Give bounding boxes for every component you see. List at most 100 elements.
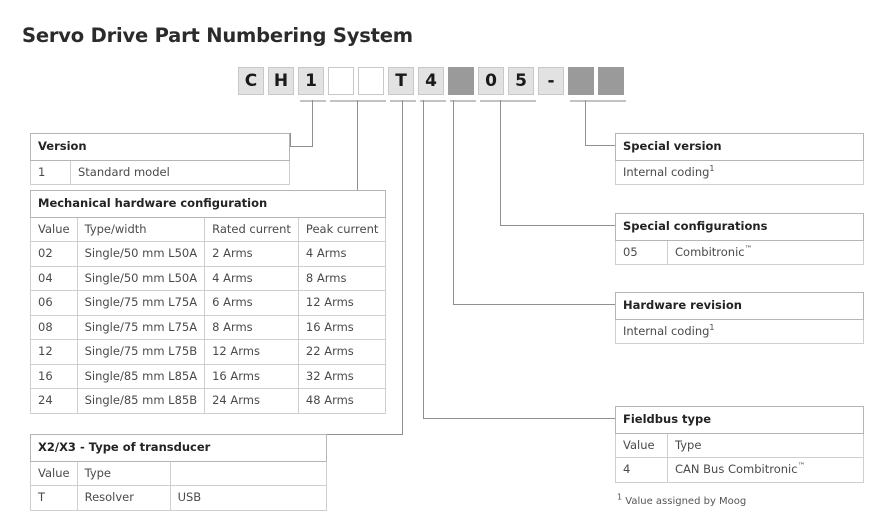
- special-version-desc-cell: Internal coding1: [615, 159, 864, 186]
- mechanical-cell-rated: 6 Arms: [204, 290, 299, 316]
- special-version-desc-text: Internal coding: [623, 164, 710, 179]
- code-box-hardware-revision[interactable]: [448, 67, 474, 95]
- code-box-special-version-2[interactable]: [598, 67, 624, 95]
- mechanical-cell-value: 02: [30, 241, 78, 267]
- trademark-icon: ™: [797, 461, 806, 471]
- mechanical-cell-peak: 48 Arms: [297, 388, 387, 414]
- mechanical-cell-value: 12: [30, 339, 78, 365]
- mechanical-cell-peak: 22 Arms: [297, 339, 387, 365]
- mechanical-cell-type: Single/50 mm L50A: [76, 265, 206, 292]
- mechanical-cell-peak: 4 Arms: [297, 241, 387, 267]
- mechanical-cell-rated: 8 Arms: [204, 314, 299, 341]
- table-row: Version: [30, 133, 290, 161]
- mechanical-header-peak-current: Peak current: [297, 216, 387, 243]
- table-row: 12 Single/75 mm L75B 12 Arms 22 Arms: [30, 339, 387, 365]
- fieldbus-desc-cell: CAN Bus Combitronic™: [667, 457, 864, 483]
- mechanical-cell-peak: 8 Arms: [297, 265, 387, 292]
- transducer-header-type: Type: [76, 460, 171, 487]
- page-title: Servo Drive Part Numbering System: [22, 24, 413, 47]
- code-box-mechanical-1[interactable]: [328, 67, 354, 95]
- leader-transducer-horizontal: [327, 434, 403, 435]
- code-box-transducer[interactable]: T: [388, 67, 414, 95]
- table-mechanical-hardware-configuration: Mechanical hardware configuration Value …: [29, 190, 387, 414]
- special-configurations-desc-cell: Combitronic™: [667, 239, 864, 266]
- leader-version-stub: [290, 133, 291, 147]
- transducer-cell-interface: USB: [169, 485, 328, 511]
- hardware-revision-desc-cell: Internal coding1: [615, 318, 864, 345]
- trademark-icon: ™: [744, 243, 753, 253]
- mechanical-cell-rated: 4 Arms: [204, 265, 299, 292]
- table-fieldbus-type: Fieldbus type Value Type 4 CAN Bus Combi…: [615, 406, 864, 483]
- mechanical-cell-peak: 32 Arms: [297, 363, 387, 390]
- table-header-row: Value Type: [30, 460, 328, 487]
- leader-transducer-vertical: [402, 100, 403, 434]
- code-box-separator-dash: -: [538, 67, 564, 95]
- code-box-special-config-2[interactable]: 5: [508, 67, 534, 95]
- mechanical-cell-peak: 12 Arms: [297, 290, 387, 316]
- table-row: 02 Single/50 mm L50A 2 Arms 4 Arms: [30, 241, 387, 267]
- version-table-title: Version: [30, 133, 290, 161]
- mechanical-cell-rated: 12 Arms: [204, 339, 299, 365]
- special-version-footnote-marker: 1: [709, 163, 715, 173]
- table-row: Internal coding1: [615, 159, 864, 186]
- leader-tick-mechanical: [330, 100, 386, 102]
- code-box-special-version-1[interactable]: [568, 67, 594, 95]
- hardware-revision-desc-text: Internal coding: [623, 323, 710, 338]
- special-configurations-value-cell: 05: [615, 239, 668, 266]
- mechanical-cell-type: Single/50 mm L50A: [76, 241, 206, 267]
- leader-tick-fieldbus: [420, 100, 446, 102]
- fieldbus-header-value: Value: [615, 432, 668, 459]
- table-version: Version 1 Standard model: [30, 133, 290, 186]
- mechanical-header-typewidth: Type/width: [76, 216, 206, 243]
- table-row: Mechanical hardware configuration: [29, 190, 387, 218]
- mechanical-cell-rated: 24 Arms: [204, 388, 299, 414]
- mechanical-cell-value: 08: [30, 314, 78, 341]
- leader-specialconf-vertical: [500, 100, 501, 225]
- fieldbus-table-title: Fieldbus type: [615, 406, 864, 434]
- transducer-cell-type: Resolver: [76, 485, 171, 511]
- table-special-configurations: Special configurations 05 Combitronic™: [615, 213, 864, 266]
- fieldbus-desc-text: CAN Bus Combitronic: [675, 462, 798, 477]
- leader-tick-specialconf: [480, 100, 536, 102]
- leader-tick-specialver: [570, 100, 626, 102]
- leader-specialconf-horizontal: [500, 225, 615, 226]
- table-row: X2/X3 - Type of transducer: [30, 434, 327, 462]
- table-header-row: Value Type: [615, 432, 864, 459]
- mechanical-cell-rated: 16 Arms: [204, 363, 299, 390]
- mechanical-cell-type: Single/75 mm L75B: [76, 339, 206, 365]
- mechanical-header-rated-current: Rated current: [204, 216, 299, 243]
- leader-version-vertical: [312, 100, 313, 146]
- mechanical-cell-value: 24: [30, 388, 78, 414]
- version-desc-cell: Standard model: [70, 159, 290, 186]
- leader-tick-transducer: [390, 100, 416, 102]
- code-box-version[interactable]: 1: [298, 67, 324, 95]
- part-number-code-row: C H 1 T 4 0 5 -: [238, 67, 624, 95]
- mechanical-cell-type: Single/85 mm L85B: [76, 388, 206, 414]
- footnote: 1 Value assigned by Moog: [617, 493, 747, 507]
- table-row: 1 Standard model: [30, 159, 290, 186]
- code-box-special-config-1[interactable]: 0: [478, 67, 504, 95]
- version-value-cell: 1: [30, 159, 71, 186]
- transducer-header-blank: [169, 460, 328, 487]
- mechanical-cell-type: Single/85 mm L85A: [76, 363, 206, 390]
- code-box-c[interactable]: C: [238, 67, 264, 95]
- table-header-row: Value Type/width Rated current Peak curr…: [30, 216, 387, 243]
- leader-tick-version: [300, 100, 326, 102]
- special-configurations-table-title: Special configurations: [615, 213, 864, 241]
- fieldbus-header-type: Type: [667, 432, 864, 459]
- table-row: 4 CAN Bus Combitronic™: [615, 457, 864, 483]
- leader-fieldbus-horizontal: [423, 418, 615, 419]
- transducer-header-value: Value: [30, 460, 78, 487]
- table-row: 06 Single/75 mm L75A 6 Arms 12 Arms: [30, 290, 387, 316]
- code-box-mechanical-2[interactable]: [358, 67, 384, 95]
- code-box-fieldbus[interactable]: 4: [418, 67, 444, 95]
- leader-version-horizontal: [290, 146, 313, 147]
- table-transducer: X2/X3 - Type of transducer Value Type T …: [30, 434, 328, 511]
- leader-mechanical-vertical: [357, 100, 358, 190]
- table-row: Special version: [615, 133, 864, 161]
- table-special-version: Special version Internal coding1: [615, 133, 864, 186]
- leader-fieldbus-vertical: [423, 100, 424, 418]
- mechanical-cell-peak: 16 Arms: [297, 314, 387, 341]
- code-box-h[interactable]: H: [268, 67, 294, 95]
- footnote-text: Value assigned by Moog: [625, 496, 747, 507]
